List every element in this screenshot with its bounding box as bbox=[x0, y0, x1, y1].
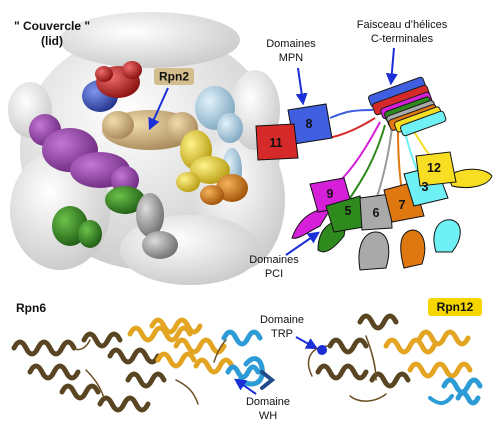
rpn12-unit bbox=[415, 151, 493, 189]
wh-label: Domaine bbox=[246, 396, 290, 408]
em-yellow-density bbox=[176, 130, 230, 192]
rpn11-block bbox=[255, 123, 299, 161]
rpn12-ribbon bbox=[307, 313, 483, 406]
mpn-label: Domaines bbox=[266, 38, 316, 50]
rpn7-number: 7 bbox=[399, 198, 406, 212]
rpn12-number: 12 bbox=[427, 161, 441, 175]
cryo-em-lid-map: " Couvercle " (lid) Rpn2 bbox=[8, 12, 285, 285]
rpn6-ribbon bbox=[11, 317, 276, 413]
pci-domains bbox=[291, 151, 493, 271]
rpn5-unit bbox=[317, 195, 371, 253]
rpn3-number: 3 bbox=[422, 180, 429, 194]
rpn2-label: Rpn2 bbox=[159, 70, 189, 84]
mpn-domains bbox=[255, 103, 333, 161]
trp-marker-dot bbox=[317, 345, 327, 355]
rpn8-number: 8 bbox=[306, 117, 313, 131]
helix-bundle bbox=[368, 76, 447, 137]
mpn-arrow bbox=[295, 67, 308, 106]
rpn9-number: 9 bbox=[327, 187, 334, 201]
rpn12-structure: Rpn12 Domaine TRP bbox=[260, 298, 483, 406]
rpn2-arrow bbox=[148, 87, 169, 131]
em-green-density bbox=[52, 186, 145, 248]
em-title: " Couvercle " bbox=[14, 19, 90, 33]
em-title-lid: (lid) bbox=[41, 34, 63, 48]
em-orange-density bbox=[200, 174, 248, 205]
mpn-label-2: MPN bbox=[279, 52, 304, 64]
rpn5-number: 5 bbox=[345, 204, 352, 218]
rpn6-unit bbox=[358, 193, 393, 271]
wh-label-2: WH bbox=[259, 410, 277, 422]
trp-arrow bbox=[295, 336, 319, 350]
wh-arrow bbox=[234, 378, 257, 395]
helix-bundle-label: Faisceau d’hélices bbox=[357, 19, 448, 31]
rpn6-tag: Rpn6 bbox=[16, 301, 46, 315]
em-grey-density bbox=[136, 193, 178, 259]
trp-label: Domaine bbox=[260, 314, 304, 326]
helix-bundle-arrow bbox=[385, 47, 398, 86]
rpn11-number: 11 bbox=[269, 136, 282, 150]
trp-label-2: TRP bbox=[271, 328, 293, 340]
rpn6-number: 6 bbox=[373, 206, 380, 220]
rpn12-label: Rpn12 bbox=[437, 300, 474, 314]
pci-label-2: PCI bbox=[265, 268, 283, 280]
helix-bundle-label-2: C-terminales bbox=[371, 33, 434, 45]
rpn6-structure: Rpn6 bbox=[11, 301, 290, 422]
pci-label: Domaines bbox=[249, 254, 299, 266]
em-red-density bbox=[95, 61, 142, 98]
rpn2-tag: Rpn2 bbox=[154, 68, 194, 85]
pci-arrow bbox=[285, 231, 320, 256]
lid-schematic: Faisceau d’hélices C-terminales Domaines… bbox=[249, 19, 493, 280]
rpn12-tag: Rpn12 bbox=[428, 298, 482, 316]
